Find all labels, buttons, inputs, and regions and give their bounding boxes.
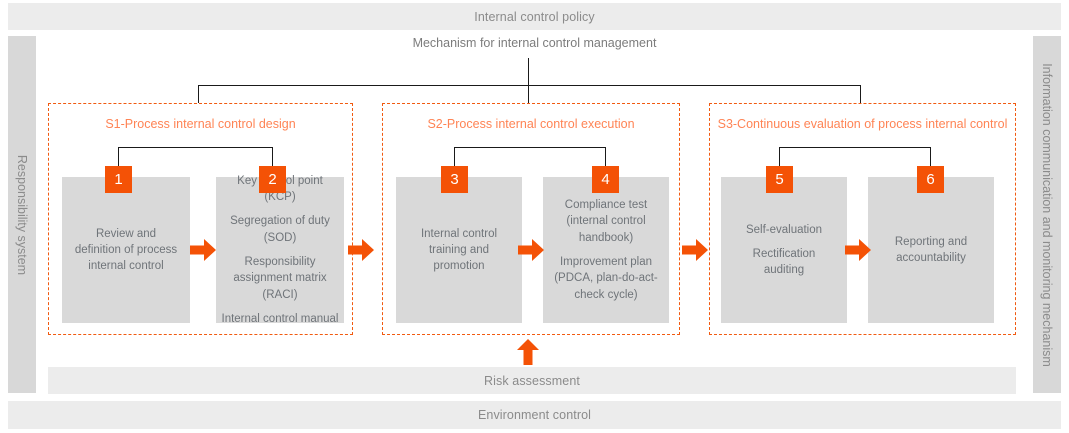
arrow-2-to-3-icon [348,237,374,263]
card-4[interactable]: Compliance test (internal control handbo… [543,177,669,323]
card-2-block-1: Segregation of duty (SOD) [230,213,330,246]
card-3-line-2: promotion [433,260,485,273]
card-6-block-0: Reporting and accountability [895,234,967,267]
card-2-line-2: (SOD) [263,231,297,244]
card-4-line-1: (internal control [566,215,646,228]
card-4-line-0: Compliance test [564,199,648,212]
card-3-line-1: training and [428,243,490,256]
card-2[interactable]: Key control point (KCP) Segregation of d… [216,175,344,325]
connector-drop-center [528,85,529,103]
card-4-line-3: Improvement plan [559,256,653,268]
card-6-line-0: Reporting and [894,235,968,248]
badge-4: 4 [592,166,619,193]
bracket-drop-s1-left [118,147,119,169]
stage-title-s1: S1-Process internal control design [105,117,296,131]
card-6-line-1: accountability [896,252,966,264]
badge-5: 5 [766,166,793,193]
card-4-line-2: handbook) [578,231,634,244]
banner-internal-control-policy: Internal control policy [8,3,1061,30]
connector-stem [528,58,529,86]
badge-2: 2 [259,166,286,193]
card-2-line-4: assignment matrix [233,272,327,285]
card-3[interactable]: Internal control training and promotion [396,177,522,323]
card-4-line-5: check cycle) [574,288,638,301]
bracket-bar-s1 [118,147,273,148]
rail-responsibility-system-label: Responsibility system [15,154,29,275]
card-1-line-0: Review and [95,227,157,240]
rail-information-communication: Information communication and monitoring… [1033,36,1061,393]
arrow-risk-feedback-icon [516,339,540,365]
card-2-line-6: Internal control manual [221,312,339,325]
mechanism-heading: Mechanism for internal control managemen… [412,36,657,50]
bracket-drop-s1-right [272,147,273,169]
card-4-block-0: Compliance test (internal control handbo… [565,197,647,246]
banner-risk-assessment-label: Risk assessment [484,373,580,388]
bracket-drop-s3-right [930,147,931,169]
card-1-block-0: Review and definition of process interna… [75,226,177,275]
banner-internal-control-policy-label: Internal control policy [474,9,595,24]
card-2-line-5: (RACI) [262,288,298,301]
arrow-1-to-2-icon [190,237,216,263]
card-5-block-1: Rectification auditing [753,246,816,279]
bracket-bar-s2 [454,147,606,148]
stage-box-s1: S1-Process internal control design [48,103,353,335]
banner-environment-control: Environment control [8,401,1061,429]
rail-responsibility-system: Responsibility system [8,36,36,393]
card-6[interactable]: Reporting and accountability [868,177,994,323]
card-2-line-1: Segregation of duty [230,215,330,228]
card-5-line-2: auditing [763,264,805,277]
card-2-block-3: Internal control manual [222,311,339,327]
badge-3: 3 [441,166,468,193]
card-5-line-0: Self-evaluation [745,223,823,236]
stage-title-s2: S2-Process internal control execution [427,117,635,131]
connector-drop-right [860,85,861,103]
card-5[interactable]: Self-evaluation Rectification auditing [721,177,847,323]
arrow-5-to-6-icon [845,237,871,263]
badge-6: 6 [917,166,944,193]
card-3-line-0: Internal control [420,227,498,240]
card-4-line-4: (PDCA, plan-do-act- [554,272,658,285]
arrow-4-to-5-icon [682,237,708,263]
card-3-block-0: Internal control training and promotion [421,226,497,275]
banner-risk-assessment: Risk assessment [48,367,1016,394]
bracket-drop-s2-right [605,147,606,169]
bracket-bar-s3 [779,147,931,148]
card-2-line-3: Responsibility [244,256,316,268]
card-5-block-0: Self-evaluation [746,222,822,238]
card-2-block-2: Responsibility assignment matrix (RACI) [233,254,326,303]
badge-1: 1 [105,166,132,193]
stage-box-s2: S2-Process internal control execution [382,103,680,335]
arrow-3-to-4-icon [518,237,544,263]
card-1[interactable]: Review and definition of process interna… [62,177,190,323]
connector-drop-left [198,85,199,103]
bracket-drop-s2-left [454,147,455,169]
card-1-line-2: internal control [88,260,164,273]
stage-box-s3: S3-Continuous evaluation of process inte… [709,103,1016,335]
card-1-line-1: definition of process [74,243,178,256]
connector-horizontal-bar [198,85,861,86]
stage-title-s3: S3-Continuous evaluation of process inte… [717,117,1008,131]
rail-information-communication-label: Information communication and monitoring… [1040,62,1054,367]
card-5-line-1: Rectification [752,247,816,260]
banner-environment-control-label: Environment control [477,408,592,422]
bracket-drop-s3-left [779,147,780,169]
card-4-block-1: Improvement plan (PDCA, plan-do-act- che… [554,254,658,303]
